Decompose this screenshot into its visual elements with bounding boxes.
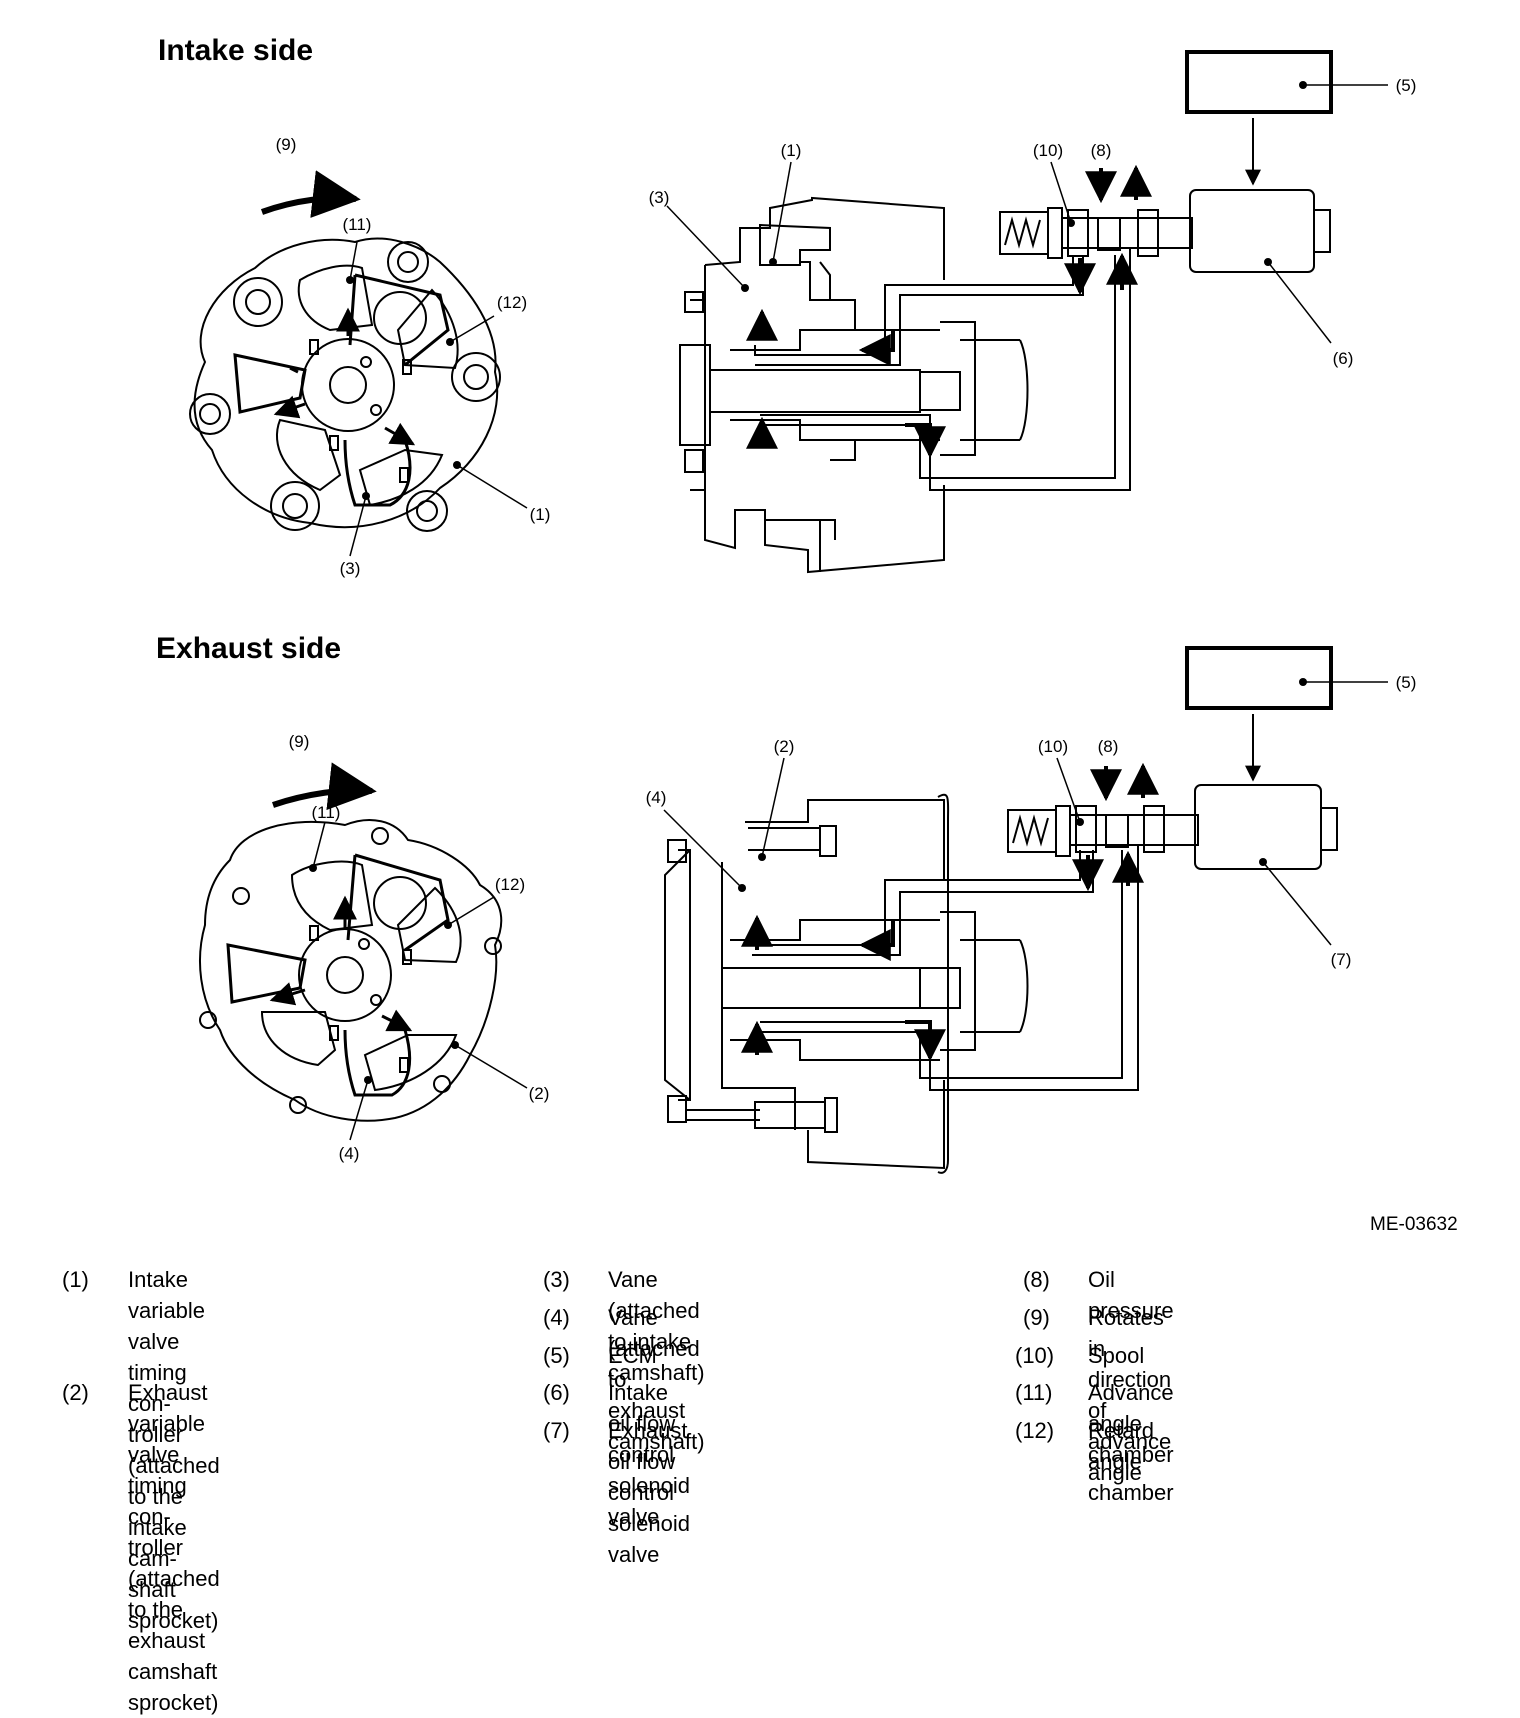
legend-text: Exhaust oil flow control solenoid valve bbox=[608, 1418, 690, 1567]
exhaust-controller-section bbox=[664, 793, 1029, 1174]
exhaust-solenoid-valve bbox=[1007, 784, 1338, 870]
legend-text: Spool bbox=[1088, 1343, 1145, 1368]
legend-text: Vane (attached to exhaust camshaft) bbox=[608, 1305, 705, 1454]
intake-solenoid-valve bbox=[999, 189, 1331, 273]
exhaust-flow-arrows bbox=[741, 762, 1159, 1062]
callout-exhaust-2-right: (2) bbox=[774, 737, 795, 756]
callout-exhaust-4-right: (4) bbox=[646, 788, 667, 807]
callout-exhaust-5: (5) bbox=[1396, 673, 1417, 692]
legend-number: (9) bbox=[1023, 1305, 1050, 1330]
legend-number: (8) bbox=[1023, 1267, 1050, 1292]
callout-intake-3-right: (3) bbox=[649, 188, 670, 207]
legend-number: (7) bbox=[543, 1418, 570, 1443]
callout-intake-8: (8) bbox=[1091, 141, 1112, 160]
legend-number: (11) bbox=[1015, 1380, 1053, 1405]
legend-text: Advance angle chamber bbox=[1088, 1380, 1174, 1467]
callout-exhaust-9: (9) bbox=[289, 732, 310, 751]
callout-intake-12: (12) bbox=[497, 293, 527, 312]
callout-intake-10: (10) bbox=[1033, 141, 1063, 160]
callout-exhaust-8: (8) bbox=[1098, 737, 1119, 756]
exhaust-oil-flow-arrows bbox=[269, 762, 413, 1032]
callout-intake-11: (11) bbox=[343, 215, 372, 234]
legend-number: (6) bbox=[543, 1380, 570, 1405]
callout-exhaust-12: (12) bbox=[495, 875, 525, 894]
intake-side-title: Intake side bbox=[158, 34, 314, 67]
legend-number: (3) bbox=[543, 1267, 570, 1292]
intake-oil-flow-arrows bbox=[260, 170, 416, 446]
callout-exhaust-4-left: (4) bbox=[339, 1144, 360, 1163]
legend-number: (1) bbox=[62, 1267, 89, 1292]
callout-exhaust-11: (11) bbox=[312, 803, 341, 822]
legend-number: (2) bbox=[62, 1380, 89, 1405]
legend-text: Rotates in direction of advance angle bbox=[1088, 1305, 1172, 1485]
callout-exhaust-10: (10) bbox=[1038, 737, 1068, 756]
legend-text: Exhaust variable valve timing con- troll… bbox=[128, 1380, 220, 1715]
callout-labels: (9) (11) (12) (1) (3) (1) (3) (10) (8) (… bbox=[276, 76, 1417, 1163]
leader-lines bbox=[312, 84, 1388, 1141]
callout-intake-3-left: (3) bbox=[340, 559, 361, 578]
callout-intake-1-left: (1) bbox=[530, 505, 551, 524]
legend-text: ECM bbox=[608, 1343, 657, 1368]
legend-text: Oil pressure bbox=[1088, 1267, 1174, 1323]
callout-exhaust-7: (7) bbox=[1331, 950, 1352, 969]
exhaust-ecm-box bbox=[1185, 646, 1333, 782]
legend-number: (10) bbox=[1015, 1343, 1055, 1368]
intake-ecm-box bbox=[1185, 50, 1333, 186]
vvt-diagram: (9) (11) (12) (1) (3) (1) (3) (10) (8) (… bbox=[189, 50, 1417, 1174]
exhaust-controller-front-view bbox=[199, 819, 503, 1122]
legend-text: Retard angle chamber bbox=[1088, 1418, 1174, 1505]
exhaust-side-title: Exhaust side bbox=[156, 632, 342, 665]
legend-number: (4) bbox=[543, 1305, 570, 1330]
legend-number: (5) bbox=[543, 1343, 570, 1368]
callout-intake-5: (5) bbox=[1396, 76, 1417, 95]
legend-number: (12) bbox=[1015, 1418, 1055, 1443]
intake-flow-arrows bbox=[746, 164, 1152, 459]
leader-dots bbox=[309, 81, 1307, 1084]
intake-controller-section bbox=[679, 196, 1029, 574]
callout-exhaust-2-left: (2) bbox=[529, 1084, 550, 1103]
callout-intake-9: (9) bbox=[276, 135, 297, 154]
legend-text: Vane (attached to intake camshaft) bbox=[608, 1267, 705, 1385]
intake-controller-front-view bbox=[189, 237, 501, 532]
figure-code: ME-03632 bbox=[1370, 1214, 1458, 1235]
callout-intake-1-right: (1) bbox=[781, 141, 802, 160]
callout-intake-6: (6) bbox=[1333, 349, 1354, 368]
